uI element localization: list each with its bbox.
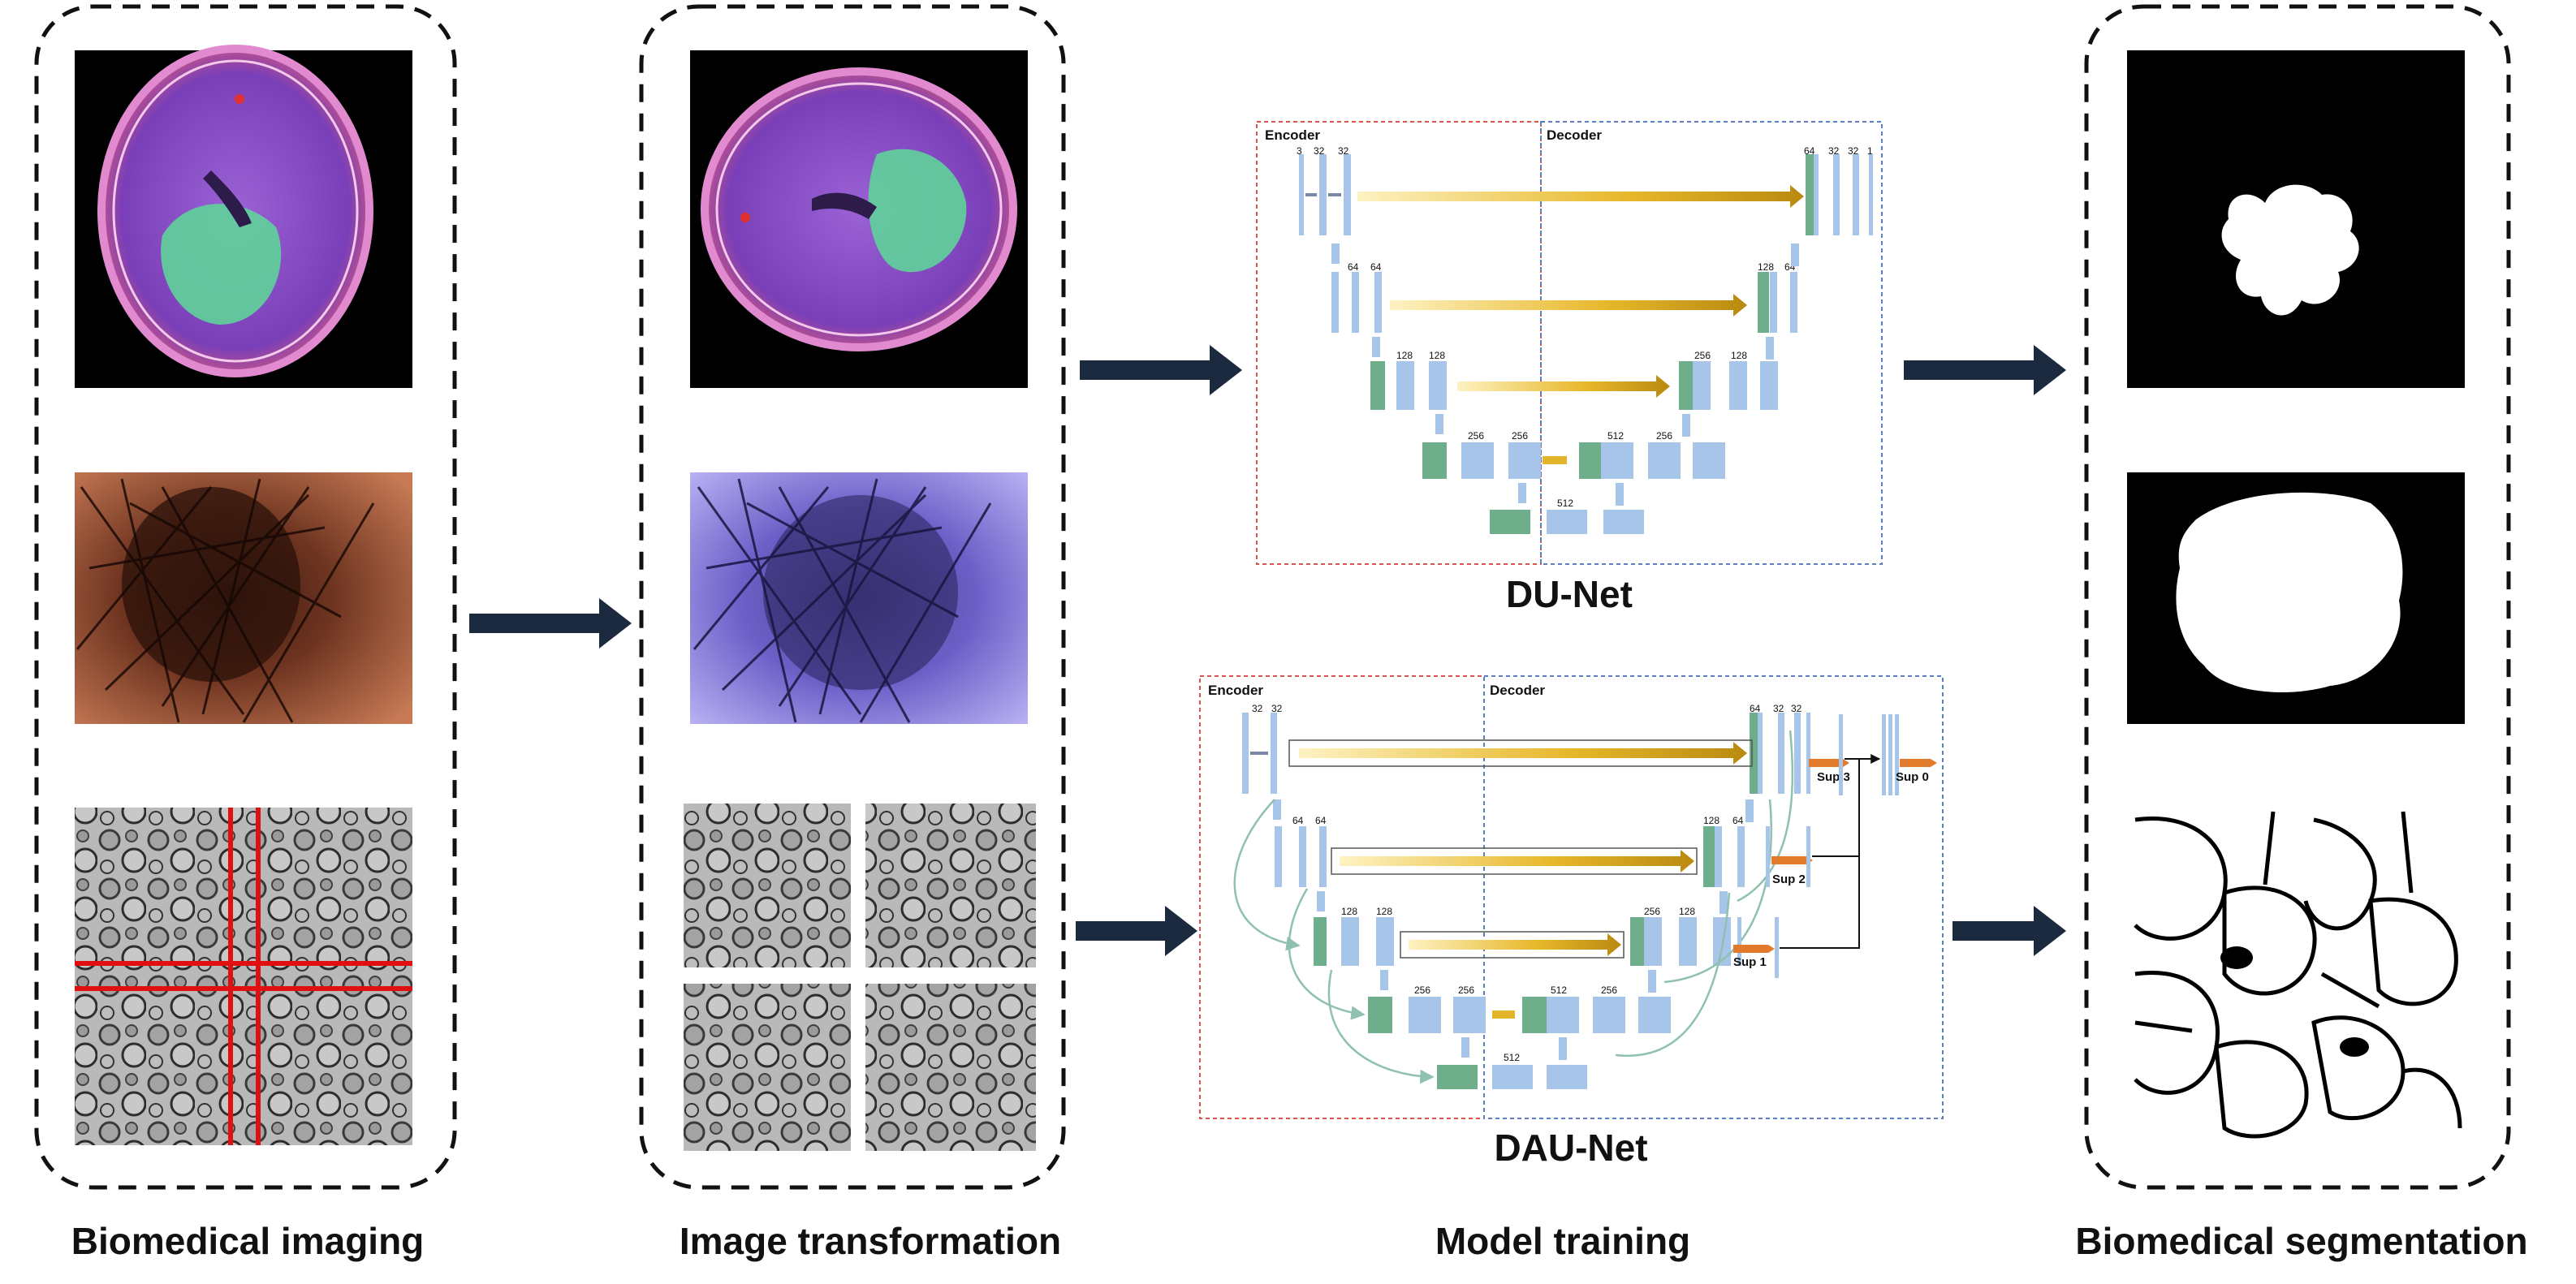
du-enc-level1: 3 32 32 (1297, 145, 1351, 235)
sup-0-label: Sup 0 (1896, 770, 1929, 784)
svg-text:128: 128 (1429, 350, 1445, 361)
decoder-label: Decoder (1490, 683, 1545, 698)
brain-mri-image (75, 45, 412, 388)
dau-bottleneck: 512 (1437, 1037, 1587, 1089)
svg-text:256: 256 (1468, 430, 1484, 442)
arrow-imaging-to-transform (469, 598, 632, 648)
svg-text:512: 512 (1504, 1052, 1520, 1063)
mask-image (2127, 50, 2465, 388)
svg-text:64: 64 (1750, 703, 1761, 714)
svg-text:128: 128 (1731, 350, 1747, 361)
dau-net-title: DAU-Net (1494, 1127, 1647, 1169)
segmentation-panel (2084, 4, 2511, 1190)
svg-text:256: 256 (1644, 906, 1660, 917)
svg-text:128: 128 (1758, 261, 1774, 273)
em-cell-image (684, 804, 1036, 1151)
svg-text:128: 128 (1341, 906, 1357, 917)
svg-text:256: 256 (1414, 985, 1430, 996)
svg-text:512: 512 (1607, 430, 1624, 442)
du-skip-connections (1357, 185, 1804, 398)
caption-segmentation: Biomedical segmentation (2075, 1220, 2527, 1262)
transformation-panel (639, 4, 1066, 1190)
dau-skip-connections (1288, 739, 1753, 959)
svg-text:128: 128 (1376, 906, 1392, 917)
dau-dec-level2: 128 64 (1703, 815, 1745, 914)
du-dec-level1: 64 32 32 1 (1791, 145, 1873, 266)
du-dec-level2: 128 64 (1758, 261, 1797, 360)
du-enc-level2: 64 64 (1331, 243, 1382, 333)
svg-text:128: 128 (1396, 350, 1413, 361)
dau-enc-level3: 128 128 (1314, 891, 1394, 966)
svg-text:1: 1 (1867, 145, 1873, 157)
svg-text:256: 256 (1694, 350, 1711, 361)
svg-text:128: 128 (1679, 906, 1695, 917)
arrow-du-to-seg (1904, 345, 2066, 395)
svg-text:64: 64 (1292, 815, 1304, 826)
svg-text:128: 128 (1703, 815, 1719, 826)
svg-text:256: 256 (1601, 985, 1617, 996)
sup-1-label: Sup 1 (1733, 955, 1767, 969)
svg-text:256: 256 (1656, 430, 1672, 442)
svg-text:64: 64 (1315, 815, 1327, 826)
svg-text:512: 512 (1557, 498, 1573, 509)
caption-training: Model training (1435, 1220, 1690, 1262)
sup-2-label: Sup 2 (1772, 873, 1806, 886)
du-net-title: DU-Net (1506, 573, 1633, 615)
svg-text:32: 32 (1773, 703, 1784, 714)
caption-transformation: Image transformation (680, 1220, 1061, 1262)
svg-text:64: 64 (1804, 145, 1815, 157)
skin-lesion-image (690, 472, 1028, 724)
svg-text:32: 32 (1271, 703, 1283, 714)
mask-image (2127, 808, 2465, 1145)
sup-3-label: Sup 3 (1817, 770, 1850, 784)
svg-text:32: 32 (1314, 145, 1325, 157)
svg-text:256: 256 (1512, 430, 1528, 442)
encoder-label: Encoder (1208, 683, 1263, 698)
arrow-to-dau-net (1076, 906, 1197, 956)
svg-text:32: 32 (1791, 703, 1802, 714)
dau-dec-level3: 256 128 (1630, 906, 1731, 993)
svg-text:32: 32 (1828, 145, 1840, 157)
svg-text:32: 32 (1338, 145, 1349, 157)
svg-text:64: 64 (1370, 261, 1382, 273)
decoder-label: Decoder (1547, 127, 1602, 143)
du-dec-level3: 256 128 (1679, 350, 1778, 437)
dau-dec-level4: 512 256 (1492, 985, 1671, 1033)
arrow-to-du-net (1080, 345, 1242, 395)
dau-attention-paths (1233, 730, 1794, 1084)
du-enc-level3: 128 128 (1370, 337, 1447, 410)
svg-text:32: 32 (1848, 145, 1859, 157)
dau-supervision: Sup 3 Sup 2 Sup 1 Sup 0 (1733, 713, 1937, 978)
arrow-dau-to-seg (1952, 906, 2066, 956)
du-net-diagram: Encoder Decoder 3 32 32 64 64 128 (1256, 121, 1883, 615)
svg-text:3: 3 (1297, 145, 1302, 157)
brain-mri-image (690, 50, 1028, 388)
svg-text:256: 256 (1458, 985, 1474, 996)
dau-enc-level1: 32 32 (1242, 703, 1283, 794)
du-enc-level4: 256 256 (1422, 414, 1541, 479)
skin-lesion-image (75, 472, 412, 724)
encoder-label: Encoder (1265, 127, 1320, 143)
dau-enc-level4: 256 256 (1368, 970, 1486, 1033)
caption-imaging: Biomedical imaging (71, 1220, 425, 1262)
em-cell-image (75, 808, 412, 1145)
svg-text:64: 64 (1348, 261, 1359, 273)
svg-text:512: 512 (1551, 985, 1567, 996)
du-bottleneck: 512 (1490, 483, 1644, 534)
imaging-panel (34, 4, 457, 1190)
dau-net-diagram: Encoder Decoder 32 32 64 64 128 128 (1199, 675, 1944, 1169)
svg-text:32: 32 (1252, 703, 1263, 714)
mask-image (2127, 472, 2465, 724)
dau-enc-level2: 64 64 (1273, 799, 1327, 887)
svg-text:64: 64 (1732, 815, 1744, 826)
du-dec-level4: 512 256 (1543, 430, 1725, 479)
dau-dec-level1: 64 32 32 (1745, 703, 1802, 822)
